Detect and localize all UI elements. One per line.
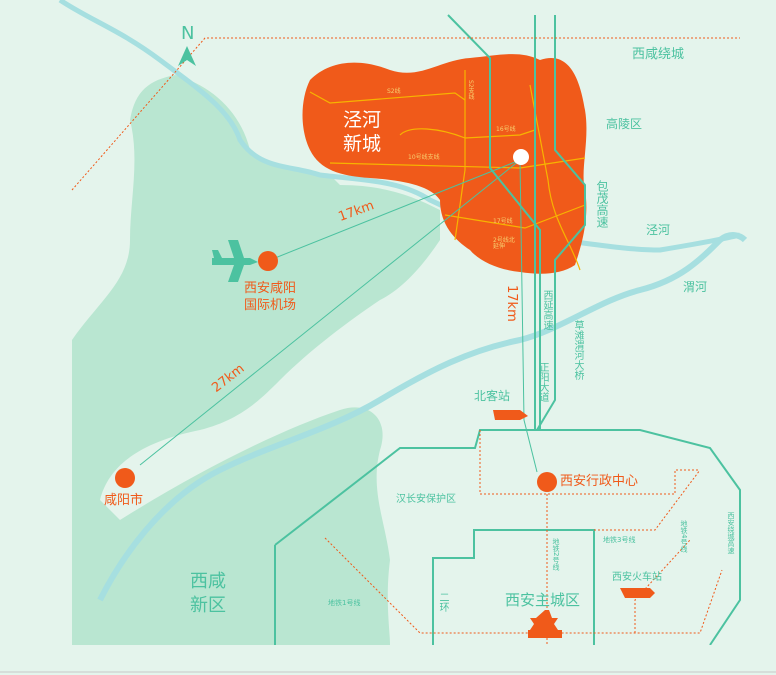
wei-river-label: 渭河 xyxy=(683,280,708,294)
airport-label: 西安咸阳国际机场 xyxy=(243,281,296,313)
admin-center-label: 西安行政中心 xyxy=(560,474,639,489)
metro-1-label: 地铁1号线 xyxy=(328,599,361,607)
metro-4-label: 地铁4号线 xyxy=(680,520,688,553)
jing-river xyxy=(58,0,741,253)
distance-arrows xyxy=(139,159,538,473)
metro-s2-label: S2线 xyxy=(387,88,401,95)
metro-16-label: 16号线 xyxy=(496,126,516,133)
jing-river-label: 泾河 xyxy=(646,223,671,237)
admin-center-dot xyxy=(537,472,557,492)
metro-3-label: 地铁3号线 xyxy=(603,536,636,544)
compass-label: N xyxy=(181,23,195,44)
xian-ring-label: 西安绕城高速 xyxy=(727,512,735,554)
caotan-label: 草滩渭河大桥 xyxy=(572,320,583,380)
main-city-label: 西安主城区 xyxy=(505,591,581,609)
zhengyang-label: 正阳大道 xyxy=(537,362,548,402)
wei-river xyxy=(97,232,748,602)
railway-station-label: 西安火车站 xyxy=(612,572,662,583)
jinghe-newcity-zone xyxy=(302,54,587,274)
airplane-icon xyxy=(212,240,258,282)
xianyang-label: 咸阳市 xyxy=(104,493,144,508)
north-station-label: 北客站 xyxy=(474,389,511,403)
xixian-ring-label: 西咸绕城 xyxy=(632,47,685,62)
hanchangan-label: 汉长安保护区 xyxy=(396,494,456,505)
xiyan-label: 西延高速 xyxy=(541,290,552,330)
newcity-point xyxy=(513,149,529,165)
metro-10-branch-label: 10号线支线 xyxy=(408,154,440,161)
north-station-distance: 17km xyxy=(504,285,519,322)
metro-s2-branch-label: S2支线 xyxy=(467,80,474,100)
north-arrow-icon xyxy=(178,46,196,66)
xianyang-dot xyxy=(115,468,135,488)
bell-tower-icon xyxy=(528,610,562,638)
gaoling-label: 高陵区 xyxy=(606,117,643,131)
train-icons xyxy=(493,410,655,598)
metro-17-label: 17号线 xyxy=(493,218,513,225)
xixian-new-label: 西咸新区 xyxy=(190,571,226,616)
metro-2-label: 地铁2号线 xyxy=(552,538,560,571)
airport-dot xyxy=(258,251,278,271)
jinghe-newcity-label: 泾河新城 xyxy=(343,109,382,155)
metro-2-ext-label: 2号线北延伸 xyxy=(493,237,515,250)
baomao-label: 包茂高速 xyxy=(595,180,609,228)
expressways xyxy=(274,14,741,646)
xixian-zone xyxy=(72,75,440,645)
second-ring-label: 二环 xyxy=(437,592,448,612)
